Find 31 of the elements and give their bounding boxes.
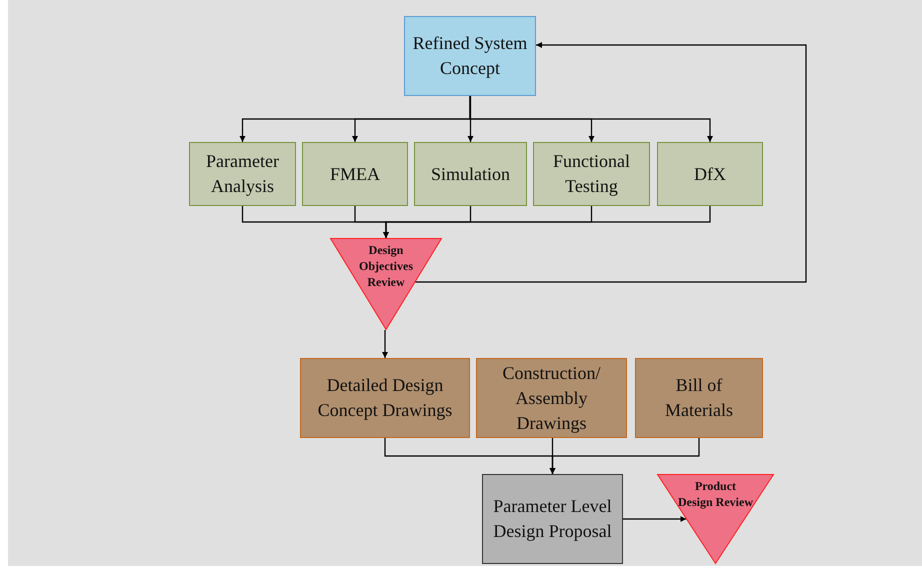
arrow (623, 516, 686, 522)
process-box (476, 358, 627, 438)
node-label: FMEA (330, 162, 380, 186)
review-triangle (330, 238, 442, 330)
node-label: Construction/ Assembly Drawings (502, 362, 602, 435)
process-box (300, 358, 470, 438)
arrow (469, 96, 713, 142)
process-box (533, 142, 650, 206)
node-label: Bill of Materials (664, 374, 734, 422)
arrow (382, 330, 388, 358)
arrow (468, 96, 474, 142)
process-box (404, 16, 536, 96)
process-box (635, 358, 763, 438)
arrow (415, 42, 807, 283)
node-label: Refined System Concept (412, 32, 528, 80)
process-box (657, 142, 763, 206)
arrow (383, 206, 711, 238)
arrow (550, 438, 700, 474)
process-box (414, 142, 527, 206)
node-label: Design Objectives Review (358, 242, 414, 290)
process-box (302, 142, 408, 206)
node-label: Product Design Review (678, 478, 754, 510)
process-box (482, 474, 623, 564)
process-box (189, 142, 296, 206)
node-label: DfX (694, 162, 726, 186)
node-label: Simulation (430, 162, 510, 186)
node-label: Parameter Analysis (205, 150, 280, 198)
review-triangle (657, 474, 774, 564)
node-label: Functional Testing (552, 150, 631, 198)
node-label: Detailed Design Concept Drawings (316, 374, 454, 422)
node-label: Parameter Level Design Proposal (492, 495, 613, 543)
